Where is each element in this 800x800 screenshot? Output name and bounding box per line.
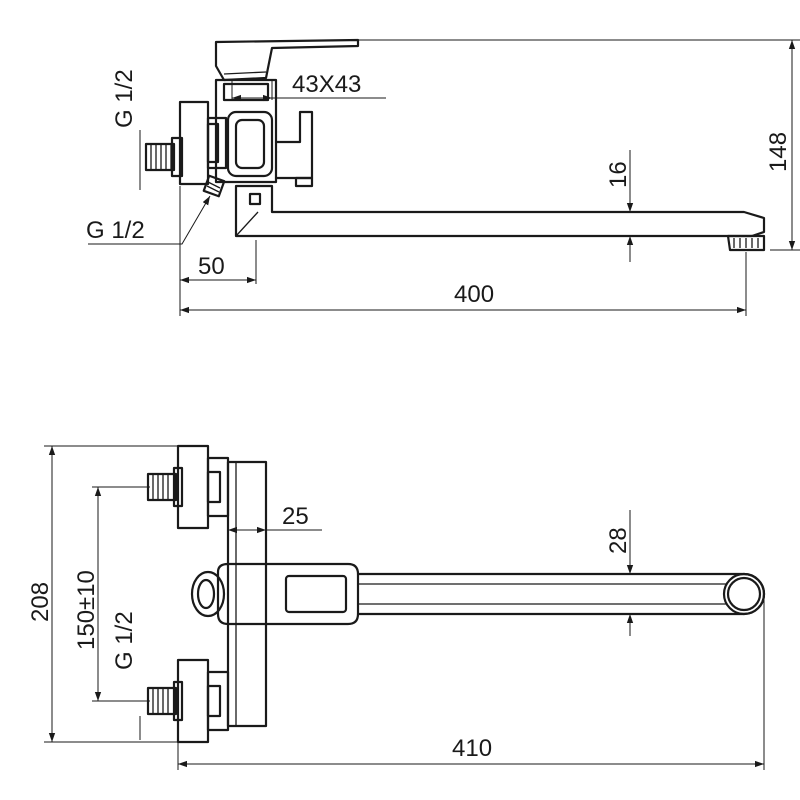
top-extension-lines	[44, 445, 765, 770]
dim-centre-distance: 150±10	[73, 487, 102, 701]
spout-top	[356, 572, 766, 616]
spout-width-label: 28	[605, 527, 632, 554]
offset-label: 50	[198, 253, 225, 280]
upper-connector	[146, 444, 230, 530]
lever-handle	[214, 38, 360, 82]
mixer-body	[214, 78, 314, 188]
top-thread-label: G 1/2	[111, 611, 138, 670]
dim-height: 148	[765, 40, 796, 250]
centre-distance-label: 150±10	[73, 570, 100, 650]
spout-side	[234, 184, 766, 252]
side-extension-lines	[139, 39, 800, 316]
dim-body-size: 43X43	[232, 71, 386, 102]
mixer-head	[190, 562, 360, 626]
dim-top-length: 410	[178, 735, 764, 768]
overall-height-label: 208	[27, 582, 54, 622]
dim-offset: 50	[180, 253, 256, 284]
dim-length: 400	[180, 281, 746, 314]
spout-height-label: 16	[605, 161, 632, 188]
side-view: 43X43 148 16 G 1/2 G 1/2 50	[86, 38, 800, 316]
length-label: 400	[454, 281, 494, 308]
body-width-label: 25	[282, 503, 309, 530]
dim-body-width: 25	[228, 503, 322, 534]
outlet-thread-label: G 1/2	[86, 217, 145, 244]
wall-connector	[178, 100, 228, 186]
inlet-thread	[144, 136, 184, 178]
top-length-label: 410	[452, 735, 492, 762]
dim-inlet-thread: G 1/2	[111, 69, 141, 144]
inlet-thread-label: G 1/2	[111, 69, 138, 128]
dim-spout-height: 16	[605, 150, 634, 262]
height-label: 148	[765, 132, 792, 172]
dim-top-thread: G 1/2	[111, 611, 138, 670]
body-tube	[226, 460, 268, 728]
aerator-thread	[202, 174, 226, 198]
dim-overall-height: 208	[27, 446, 56, 742]
dim-spout-width: 28	[605, 510, 634, 636]
body-size-label: 43X43	[292, 71, 361, 98]
lower-connector	[146, 658, 230, 744]
top-view: 208 150±10 G 1/2 25 28 410	[27, 444, 766, 770]
dim-outlet-thread: G 1/2	[86, 195, 211, 245]
